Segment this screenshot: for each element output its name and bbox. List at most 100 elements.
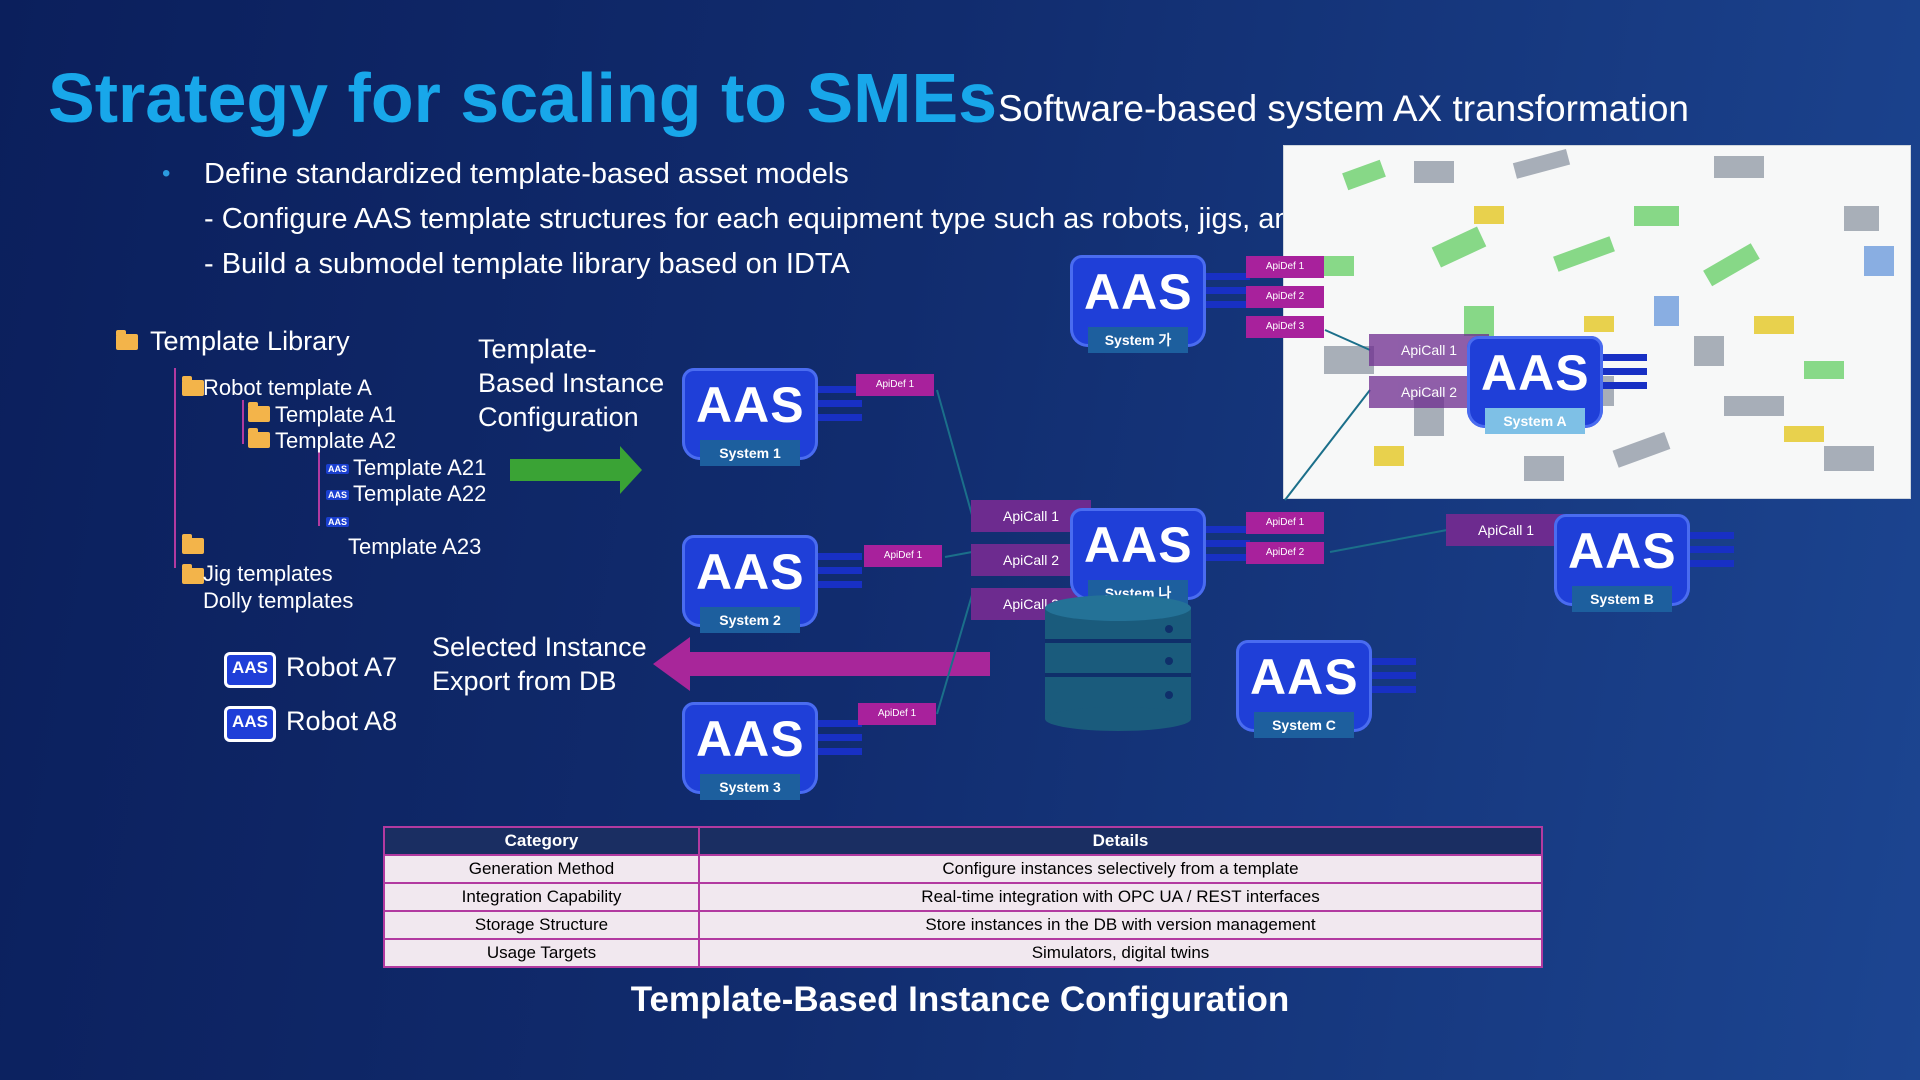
aas-label: AAS: [1084, 517, 1193, 573]
aas-stripe: [812, 720, 862, 727]
robot-a7-item[interactable]: Robot A7: [286, 652, 398, 682]
tree-line: [174, 368, 176, 568]
aas-stripe: [1684, 532, 1734, 539]
aas-system-3[interactable]: AAS System 3: [682, 702, 862, 814]
tree-item-template-a21[interactable]: Template A21: [353, 455, 487, 480]
connector-line: [1324, 329, 1371, 351]
apidef-3[interactable]: ApiDef 3: [1246, 316, 1324, 338]
aas-label: AAS: [1250, 649, 1359, 705]
aas-stripe: [1366, 672, 1416, 679]
aas-icon: AAS: [224, 652, 276, 688]
tree-item-template-a23[interactable]: Template A23: [348, 534, 482, 559]
system-label: System C: [1254, 712, 1354, 738]
aas-stripe: [812, 748, 862, 755]
apidef-1[interactable]: ApiDef 1: [864, 545, 942, 567]
folder-icon: [248, 402, 270, 422]
apidef-1[interactable]: ApiDef 1: [1246, 256, 1324, 278]
system-label: System 가: [1088, 327, 1188, 353]
column-header: Category: [383, 826, 700, 856]
table-cell: Configure instances selectively from a t…: [698, 854, 1543, 884]
table-cell: Simulators, digital twins: [698, 938, 1543, 968]
robot-a8-item[interactable]: Robot A8: [286, 706, 398, 736]
apidef-2[interactable]: ApiDef 2: [1246, 286, 1324, 308]
system-label: System A: [1485, 408, 1585, 434]
apidef-1[interactable]: ApiDef 1: [858, 703, 936, 725]
aas-stripe: [812, 567, 862, 574]
magenta-arrow: [653, 637, 990, 691]
folder-icon: [248, 428, 270, 448]
tree-item-template-a1[interactable]: Template A1: [275, 402, 397, 427]
table-cell: Store instances in the DB with version m…: [698, 910, 1543, 940]
tree-line: [242, 400, 244, 444]
aas-mini-icon: AAS: [326, 490, 350, 500]
table-cell: Storage Structure: [383, 910, 700, 940]
tree-item-dolly-templates[interactable]: Dolly templates: [203, 588, 354, 613]
green-arrow: [510, 446, 642, 494]
folder-icon: [182, 376, 204, 396]
template-library-title[interactable]: Template Library: [150, 326, 350, 356]
aas-stripe: [812, 581, 862, 588]
table-cell: Usage Targets: [383, 938, 700, 968]
tree-item-jig-templates[interactable]: Jig templates: [203, 561, 333, 586]
aas-system-ga[interactable]: AAS System 가: [1070, 255, 1250, 367]
aas-stripe: [1597, 354, 1647, 361]
aas-system-na[interactable]: AAS System 나: [1070, 508, 1250, 620]
aas-stripe: [812, 400, 862, 407]
aas-label: AAS: [1481, 345, 1590, 401]
tree-line: [318, 448, 320, 526]
category-table: Category Details Generation Method Confi…: [383, 826, 1543, 968]
aas-system-a[interactable]: AAS System A: [1467, 336, 1647, 448]
aas-system-2[interactable]: AAS System 2: [682, 535, 862, 647]
apidef-1[interactable]: ApiDef 1: [1246, 512, 1324, 534]
tree-item-robot-template-a[interactable]: Robot template A: [203, 375, 372, 400]
aas-mini-icon: AAS: [326, 517, 350, 527]
bullet-main: Define standardized template-based asset…: [204, 158, 849, 190]
connector-line: [1329, 529, 1448, 553]
tree-item-template-a22[interactable]: Template A22: [353, 481, 487, 506]
aas-stripe: [1200, 301, 1250, 308]
aas-system-1[interactable]: AAS System 1: [682, 368, 862, 480]
apidef-2[interactable]: ApiDef 2: [1246, 542, 1324, 564]
system-label: System 3: [700, 774, 800, 800]
apicall-1[interactable]: ApiCall 1: [1446, 514, 1566, 546]
table-row: Storage Structure Store instances in the…: [383, 910, 1543, 940]
aas-stripe: [812, 734, 862, 741]
table-row: Generation Method Configure instances se…: [383, 854, 1543, 884]
equipment-illustrations: [1314, 149, 1894, 481]
aas-stripe: [1597, 368, 1647, 375]
template-config-label: Template- Based Instance Configuration: [478, 334, 665, 432]
aas-stripe: [1684, 560, 1734, 567]
tree-item-template-a2[interactable]: Template A2: [275, 428, 397, 453]
system-label: System B: [1572, 586, 1672, 612]
folder-icon: [182, 534, 204, 554]
connector-line: [1284, 389, 1371, 501]
aas-system-c[interactable]: AAS System C: [1236, 640, 1416, 752]
database-icon: [1045, 595, 1191, 731]
aas-stripe: [1366, 686, 1416, 693]
bullet-sub-1: - Configure AAS template structures for …: [204, 203, 1397, 235]
page-title: Strategy for scaling to SMEs: [48, 59, 998, 137]
table-cell: Integration Capability: [383, 882, 700, 912]
system-label: System 1: [700, 440, 800, 466]
aas-stripe: [1366, 658, 1416, 665]
table-row: Integration Capability Real-time integra…: [383, 882, 1543, 912]
aas-stripe: [1200, 540, 1250, 547]
footer-caption: Template-Based Instance Configuration: [630, 980, 1290, 1019]
page-subtitle: Software-based system AX transformation: [998, 88, 1689, 129]
aas-stripe: [812, 414, 862, 421]
aas-system-b[interactable]: AAS System B: [1554, 514, 1734, 626]
aas-label: AAS: [696, 544, 805, 600]
aas-mini-icon: AAS: [326, 464, 350, 474]
aas-label: AAS: [1084, 264, 1193, 320]
aas-label: AAS: [696, 377, 805, 433]
connector-line: [936, 389, 973, 516]
aas-stripe: [812, 386, 862, 393]
aas-stripe: [1200, 526, 1250, 533]
aas-stripe: [812, 553, 862, 560]
aas-label: AAS: [1568, 523, 1677, 579]
apidef-1[interactable]: ApiDef 1: [856, 374, 934, 396]
aas-stripe: [1200, 273, 1250, 280]
aas-stripe: [1200, 287, 1250, 294]
bullet-sub-2: - Build a submodel template library base…: [204, 248, 850, 280]
